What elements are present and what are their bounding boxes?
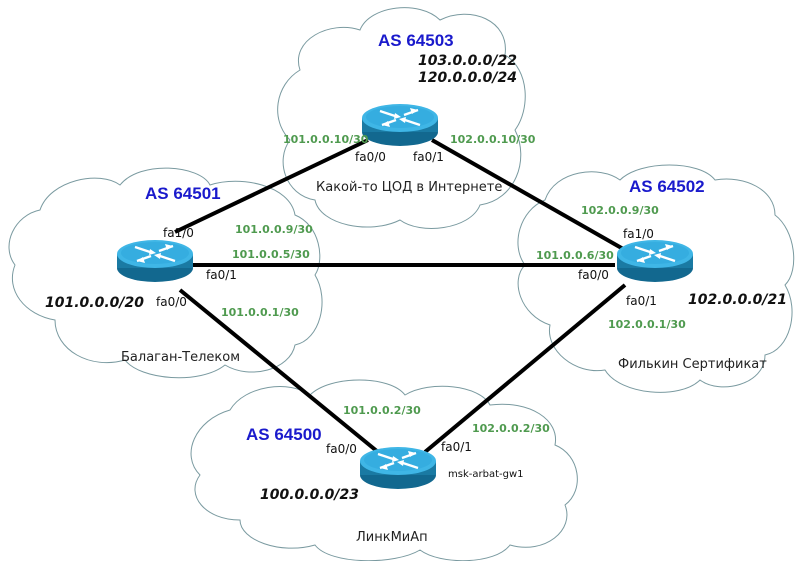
- network-name: Филькин Сертификат: [618, 357, 767, 372]
- ip-label: 101.0.0.6/30: [536, 249, 614, 262]
- interface-label: fa0/1: [413, 150, 444, 164]
- as-label: AS 64503: [378, 31, 454, 50]
- ip-label: 101.0.0.1/30: [221, 306, 299, 319]
- as-label: AS 64502: [629, 177, 705, 196]
- prefix-label: 100.0.0.0/23: [260, 487, 359, 503]
- ip-label: 101.0.0.9/30: [235, 223, 313, 236]
- router-icon[interactable]: [358, 445, 438, 491]
- link-r64503-r64502: [431, 138, 626, 252]
- prefix-label: 103.0.0.0/22: [418, 53, 517, 69]
- ip-label: 102.0.0.10/30: [450, 133, 536, 146]
- interface-label: fa1/0: [163, 226, 194, 240]
- ip-label: 102.0.0.2/30: [472, 422, 550, 435]
- router-icon[interactable]: [615, 238, 695, 284]
- network-name: Какой-то ЦОД в Интернете: [316, 180, 502, 195]
- ip-label: 102.0.0.9/30: [581, 204, 659, 217]
- interface-label: fa0/1: [626, 294, 657, 308]
- interface-label: fa0/1: [206, 268, 237, 282]
- router-icon[interactable]: [360, 102, 440, 148]
- interface-label: fa1/0: [623, 227, 654, 241]
- link-r64502-r64500: [423, 283, 627, 454]
- ip-label: 101.0.0.5/30: [232, 248, 310, 261]
- network-name: Балаган-Телеком: [121, 350, 240, 365]
- ip-label: 102.0.0.1/30: [608, 318, 686, 331]
- ip-label: 101.0.0.10/30: [283, 133, 369, 146]
- router-icon[interactable]: [115, 238, 195, 284]
- as-label: AS 64500: [246, 425, 322, 444]
- ip-label: 101.0.0.2/30: [343, 404, 421, 417]
- interface-label: fa0/1: [441, 440, 472, 454]
- interface-label: fa0/0: [326, 442, 357, 456]
- interface-label: fa0/0: [156, 295, 187, 309]
- prefix-label: 120.0.0.0/24: [418, 70, 517, 86]
- network-name: ЛинкМиАп: [356, 530, 428, 545]
- prefix-label: 101.0.0.0/20: [45, 295, 144, 311]
- link-r64501-r64503: [174, 138, 369, 234]
- as-label: AS 64501: [145, 184, 221, 203]
- router-hostname: msk-arbat-gw1: [448, 469, 523, 480]
- link-r64501-r64500: [178, 288, 380, 454]
- interface-label: fa0/0: [578, 268, 609, 282]
- prefix-label: 102.0.0.0/21: [688, 292, 787, 308]
- interface-label: fa0/0: [355, 150, 386, 164]
